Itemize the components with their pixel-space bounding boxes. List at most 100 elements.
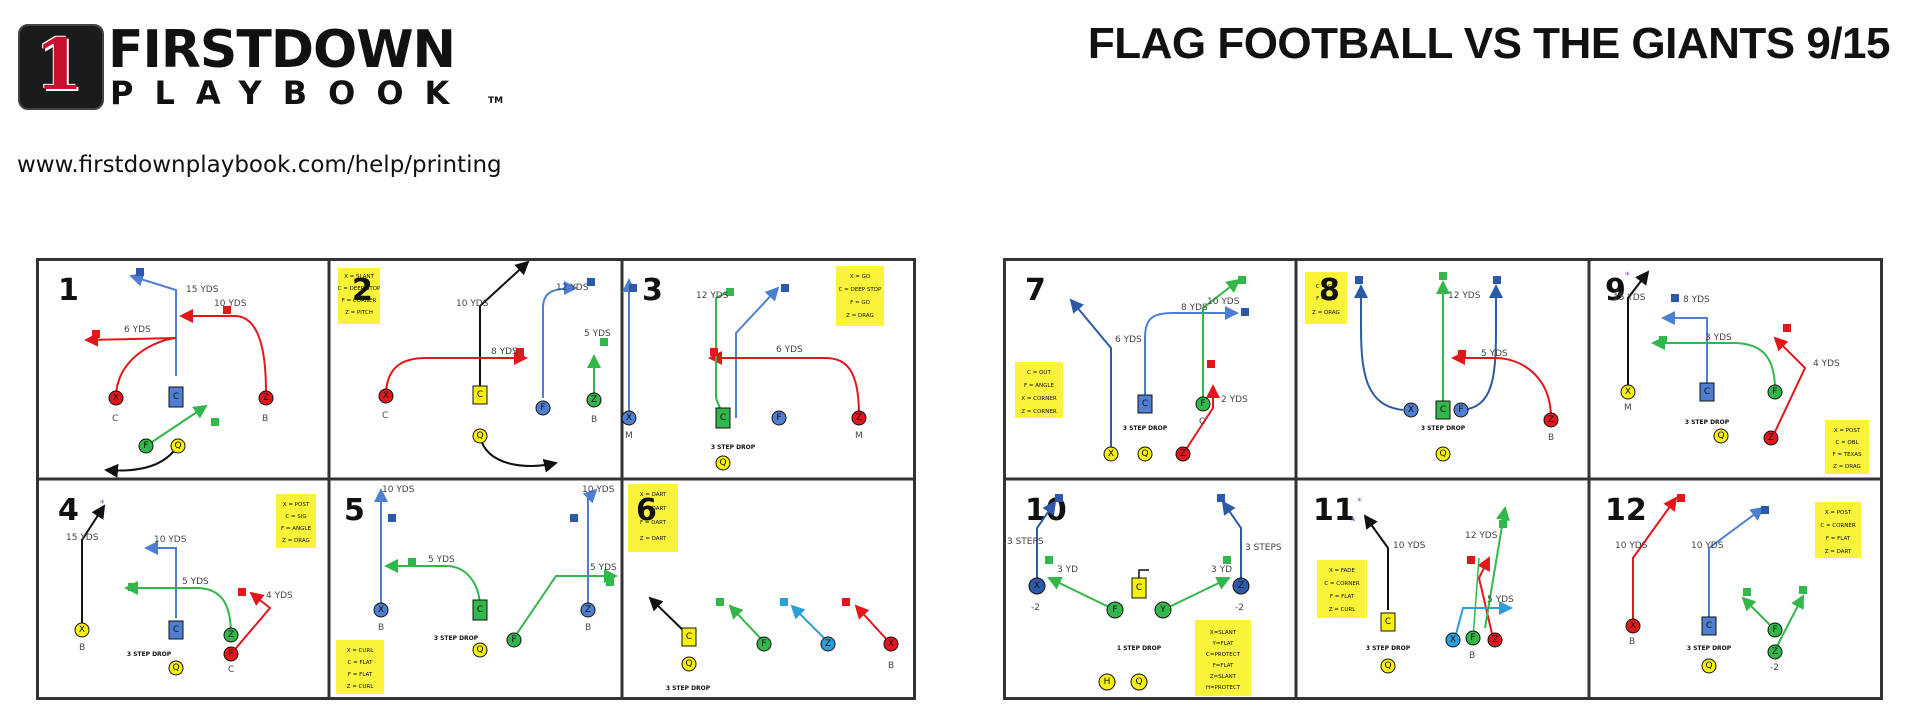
player-c[interactable] bbox=[1137, 394, 1153, 414]
yards-label: 10 YDS bbox=[1393, 541, 1426, 551]
player-f[interactable] bbox=[138, 438, 154, 454]
player-x[interactable] bbox=[621, 410, 637, 426]
player-f[interactable] bbox=[506, 632, 522, 648]
note-line: X = POST bbox=[1834, 428, 1861, 434]
play-9[interactable]: 9 * 15 YDS 8 YDS 3 YDS 4 YDS X = POST C … bbox=[1605, 270, 1869, 474]
play-grid-left: 1 15 YDS 10 YDS 6 YDS X C Z F Q C B bbox=[36, 258, 916, 700]
player-c[interactable] bbox=[1131, 577, 1147, 599]
player-c[interactable] bbox=[1380, 612, 1396, 632]
player-c[interactable] bbox=[681, 627, 697, 647]
player-z[interactable] bbox=[223, 627, 239, 643]
player-x[interactable] bbox=[108, 390, 124, 406]
position-label: -2 bbox=[1031, 603, 1040, 613]
player-q[interactable] bbox=[715, 455, 731, 471]
player-f[interactable] bbox=[1767, 384, 1783, 400]
firstdown-playbook-logo[interactable]: 1 FIRSTDOWN PLAYBOOK TM bbox=[18, 22, 503, 110]
play-3[interactable]: 3 12 YDS 6 YDS X = GO C = DEEP STOP F = … bbox=[621, 266, 884, 471]
player-f[interactable] bbox=[1195, 396, 1211, 412]
drop-label: 3 STEP DROP bbox=[1123, 425, 1168, 432]
player-x[interactable] bbox=[378, 388, 394, 404]
play-12[interactable]: 12 10 YDS 10 YDS X = POST C = CORNER F =… bbox=[1605, 493, 1861, 674]
player-x[interactable] bbox=[1625, 618, 1641, 634]
player-c[interactable] bbox=[168, 386, 184, 408]
play-6[interactable]: X = DART C = DART F = DART Z = DART 6 C … bbox=[628, 484, 899, 692]
player-x[interactable] bbox=[1403, 402, 1419, 418]
player-x[interactable] bbox=[1445, 632, 1461, 648]
player-c[interactable] bbox=[1435, 400, 1451, 420]
player-q[interactable] bbox=[170, 438, 186, 454]
player-h[interactable] bbox=[1098, 673, 1116, 691]
player-c[interactable] bbox=[472, 599, 488, 621]
note-line: F = GO bbox=[850, 300, 871, 306]
note-line: Z = DRAG bbox=[282, 538, 310, 544]
player-y[interactable] bbox=[1154, 601, 1172, 619]
player-label: Z bbox=[1180, 449, 1186, 459]
play-10[interactable]: 10 3 STEPS 3 STEPS 3 YD 3 YD X F C Y Z H bbox=[1007, 493, 1282, 696]
play-number: 5 bbox=[344, 493, 365, 528]
player-q[interactable] bbox=[1137, 446, 1153, 462]
player-z[interactable] bbox=[851, 410, 867, 426]
player-q[interactable] bbox=[1701, 658, 1717, 674]
player-f[interactable] bbox=[1106, 601, 1124, 619]
play-note bbox=[1015, 362, 1063, 418]
player-x[interactable] bbox=[373, 602, 389, 618]
play-4[interactable]: 4 * 15 YDS 10 YDS 5 YDS 4 YDS X = POST C… bbox=[58, 493, 316, 676]
player-q[interactable] bbox=[472, 642, 488, 658]
note-line: X = CURL bbox=[347, 648, 375, 654]
drop-label: 3 STEP DROP bbox=[1421, 425, 1466, 432]
play-7[interactable]: 7 6 YDS 8 YDS 10 YDS 2 YDS C = OUT F = A… bbox=[1015, 273, 1249, 462]
player-z[interactable] bbox=[586, 392, 602, 408]
play-1[interactable]: 1 15 YDS 10 YDS 6 YDS X C Z F Q C B bbox=[58, 268, 274, 478]
player-z[interactable] bbox=[1543, 412, 1559, 428]
player-f[interactable] bbox=[1465, 630, 1481, 646]
player-f[interactable] bbox=[223, 646, 239, 662]
player-q[interactable] bbox=[1130, 673, 1148, 691]
player-z[interactable] bbox=[1487, 632, 1503, 648]
player-label: Z bbox=[591, 395, 597, 405]
player-c[interactable] bbox=[168, 620, 184, 640]
note-line: X = GO bbox=[850, 274, 871, 280]
player-q[interactable] bbox=[1435, 446, 1451, 462]
play-grid-right: 7 6 YDS 8 YDS 10 YDS 2 YDS C = OUT F = A… bbox=[1003, 258, 1883, 700]
player-c[interactable] bbox=[472, 385, 488, 405]
player-q[interactable] bbox=[472, 428, 488, 444]
position-label: B bbox=[585, 623, 591, 633]
play-5[interactable]: 5 10 YDS 10 YDS 5 YDS 5 YDS X = CURL C =… bbox=[336, 485, 618, 694]
player-q[interactable] bbox=[1380, 658, 1396, 674]
play-8[interactable]: C = GO F = GO Z = DRAG 8 12 YDS 5 YDS X … bbox=[1305, 272, 1559, 462]
player-z[interactable] bbox=[258, 390, 274, 406]
player-label: F bbox=[776, 413, 781, 423]
player-x[interactable] bbox=[1620, 384, 1636, 400]
player-x[interactable] bbox=[1028, 577, 1046, 595]
player-x[interactable] bbox=[883, 636, 899, 652]
printing-help-url[interactable]: www.firstdownplaybook.com/help/printing bbox=[17, 152, 502, 178]
player-f[interactable] bbox=[771, 410, 787, 426]
yards-label: 10 YDS bbox=[1691, 541, 1724, 551]
player-c[interactable] bbox=[1701, 616, 1717, 636]
player-f[interactable] bbox=[756, 636, 772, 652]
player-label: Z bbox=[1548, 415, 1554, 425]
play-note bbox=[276, 494, 316, 548]
player-c[interactable] bbox=[715, 407, 731, 429]
player-f[interactable] bbox=[1453, 402, 1469, 418]
player-z[interactable] bbox=[580, 602, 596, 618]
player-q[interactable] bbox=[168, 660, 184, 676]
player-z[interactable] bbox=[1232, 577, 1250, 595]
yards-label: 5 YDS bbox=[1487, 595, 1514, 605]
player-x[interactable] bbox=[1103, 446, 1119, 462]
player-q[interactable] bbox=[1713, 428, 1729, 444]
play-2[interactable]: X = SLANT C = DEEP STOP F = CORNER Z = P… bbox=[338, 260, 611, 473]
player-x[interactable] bbox=[74, 622, 90, 638]
player-f[interactable] bbox=[1767, 622, 1783, 638]
player-z[interactable] bbox=[1763, 430, 1779, 446]
player-z[interactable] bbox=[1175, 446, 1191, 462]
play-11[interactable]: 11 * * 10 YDS 12 YDS 5 YDS X = FADE C = … bbox=[1313, 493, 1514, 674]
player-q[interactable] bbox=[681, 656, 697, 672]
player-z[interactable] bbox=[1767, 644, 1783, 660]
yards-label: 12 YDS bbox=[556, 283, 589, 293]
player-label: C bbox=[1136, 583, 1142, 593]
player-f[interactable] bbox=[535, 400, 551, 416]
player-c[interactable] bbox=[1699, 382, 1715, 402]
player-label: X bbox=[1450, 635, 1456, 645]
player-z[interactable] bbox=[820, 636, 836, 652]
